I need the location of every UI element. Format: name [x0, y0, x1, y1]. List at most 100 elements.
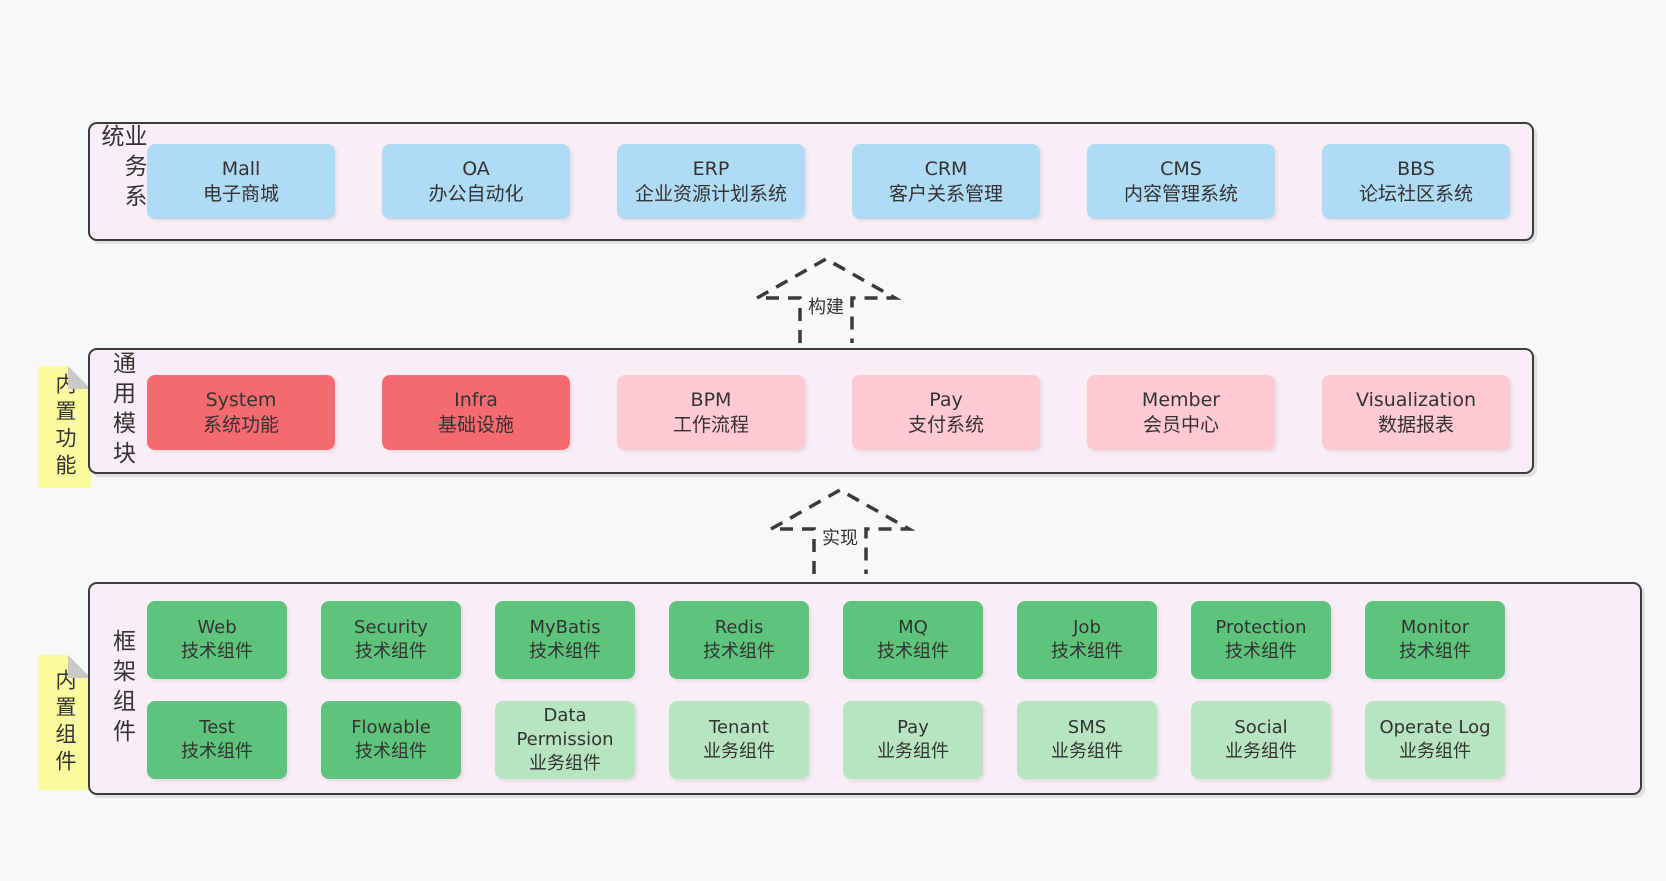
- box-social: Social 业务组件: [1191, 701, 1331, 779]
- box-operate-log: Operate Log 业务组件: [1365, 701, 1505, 779]
- box-title-zh: 系统功能: [202, 413, 279, 436]
- box-title-zh: 业务组件: [877, 741, 949, 762]
- box-title-zh: 支付系统: [907, 413, 984, 436]
- box-title-zh: 业务组件: [703, 741, 775, 762]
- box-title-zh: 企业资源计划系统: [634, 182, 787, 205]
- box-mall: Mall 电子商城: [147, 144, 335, 219]
- section-label-components: 框架组件: [108, 628, 135, 749]
- box-monitor: Monitor 技术组件: [1365, 601, 1505, 679]
- box-title-zh: 会员中心: [1142, 413, 1219, 436]
- arrow-implement: 实现: [765, 486, 915, 574]
- box-protection: Protection 技术组件: [1191, 601, 1331, 679]
- box-erp: ERP 企业资源计划系统: [617, 144, 805, 219]
- box-title-en: BBS: [1397, 157, 1435, 180]
- dashed-up-arrow-icon: [751, 256, 901, 343]
- section-label-modules: 通用模块: [108, 351, 135, 471]
- box-title-zh: 电子商城: [202, 182, 279, 205]
- box-title-en: Test: [199, 717, 235, 738]
- box-infra: Infra 基础设施: [382, 375, 570, 450]
- note-label: 内置功能: [53, 373, 77, 481]
- box-title-en: Data Permission: [516, 705, 614, 750]
- box-title-en: BPM: [690, 388, 732, 411]
- box-pay-module: Pay 支付系统: [852, 375, 1040, 450]
- box-title-en: Protection: [1215, 617, 1307, 638]
- box-title-en: CMS: [1160, 157, 1202, 180]
- box-title-zh: 技术组件: [877, 641, 949, 662]
- box-title-zh: 内容管理系统: [1123, 182, 1238, 205]
- box-security: Security 技术组件: [321, 601, 461, 679]
- box-title-en: Tenant: [709, 717, 769, 738]
- box-member: Member 会员中心: [1087, 375, 1275, 450]
- dashed-up-arrow-icon: [765, 487, 915, 574]
- section-common-modules: 通用模块 System 系统功能 Infra 基础设施 BPM 工作流程 Pay…: [88, 348, 1534, 474]
- note-label: 内置组件: [53, 668, 77, 777]
- box-flowable: Flowable 技术组件: [321, 701, 461, 779]
- box-title-en: MQ: [898, 617, 928, 638]
- box-mybatis: MyBatis 技术组件: [495, 601, 635, 679]
- box-title-en: ERP: [692, 157, 730, 180]
- box-title-zh: 技术组件: [181, 741, 253, 762]
- box-title-zh: 业务组件: [529, 753, 601, 774]
- box-title-en: MyBatis: [529, 617, 601, 638]
- box-title-en: Flowable: [351, 717, 431, 738]
- box-title-zh: 客户关系管理: [888, 182, 1003, 205]
- modules-box-row: System 系统功能 Infra 基础设施 BPM 工作流程 Pay 支付系统…: [147, 375, 1510, 450]
- box-pay-component: Pay 业务组件: [843, 701, 983, 779]
- box-title-zh: 技术组件: [1225, 641, 1297, 662]
- box-title-zh: 工作流程: [672, 413, 749, 436]
- box-title-en: Security: [354, 617, 428, 638]
- box-test: Test 技术组件: [147, 701, 287, 779]
- box-data-permission: Data Permission 业务组件: [495, 701, 635, 779]
- components-box-grid: Web 技术组件 Security 技术组件 MyBatis 技术组件 Redi…: [147, 601, 1505, 779]
- arrow-label: 构建: [805, 293, 847, 319]
- box-title-zh: 技术组件: [181, 641, 253, 662]
- box-title-zh: 办公自动化: [428, 182, 524, 205]
- box-title-zh: 技术组件: [1399, 641, 1471, 662]
- box-web: Web 技术组件: [147, 601, 287, 679]
- box-title-zh: 论坛社区系统: [1358, 182, 1473, 205]
- box-title-zh: 业务组件: [1399, 741, 1471, 762]
- box-title-en: Member: [1141, 388, 1221, 411]
- box-title-zh: 业务组件: [1051, 741, 1123, 762]
- box-title-zh: 技术组件: [355, 741, 427, 762]
- box-cms: CMS 内容管理系统: [1087, 144, 1275, 219]
- box-title-en: Operate Log: [1379, 717, 1491, 738]
- box-title-en: Social: [1234, 717, 1288, 738]
- box-title-en: Infra: [454, 388, 498, 411]
- box-title-zh: 基础设施: [437, 413, 514, 436]
- box-sms: SMS 业务组件: [1017, 701, 1157, 779]
- box-job: Job 技术组件: [1017, 601, 1157, 679]
- box-oa: OA 办公自动化: [382, 144, 570, 219]
- box-system: System 系统功能: [147, 375, 335, 450]
- box-title-zh: 数据报表: [1377, 413, 1454, 436]
- box-title-en: SMS: [1067, 717, 1107, 738]
- box-bpm: BPM 工作流程: [617, 375, 805, 450]
- box-title-en: Visualization: [1355, 388, 1476, 411]
- box-visualization: Visualization 数据报表: [1322, 375, 1510, 450]
- box-title-en: OA: [462, 157, 490, 180]
- box-title-zh: 技术组件: [529, 641, 601, 662]
- box-tenant: Tenant 业务组件: [669, 701, 809, 779]
- sticky-note-built-in-components: 内置组件: [38, 655, 91, 790]
- box-title-en: System: [205, 388, 277, 411]
- arrow-build: 构建: [751, 255, 901, 343]
- sticky-note-built-in-features: 内置功能: [38, 366, 91, 488]
- box-title-en: Job: [1073, 617, 1101, 638]
- section-label-business: 业务系统: [97, 124, 146, 214]
- box-title-zh: 业务组件: [1225, 741, 1297, 762]
- box-crm: CRM 客户关系管理: [852, 144, 1040, 219]
- box-title-en: Redis: [714, 617, 764, 638]
- box-title-en: Pay: [929, 388, 963, 411]
- box-title-en: CRM: [924, 157, 968, 180]
- box-redis: Redis 技术组件: [669, 601, 809, 679]
- box-title-zh: 技术组件: [355, 641, 427, 662]
- box-mq: MQ 技术组件: [843, 601, 983, 679]
- box-title-zh: 技术组件: [703, 641, 775, 662]
- business-box-row: Mall 电子商城 OA 办公自动化 ERP 企业资源计划系统 CRM 客户关系…: [147, 144, 1510, 219]
- section-business-systems: 业务系统 Mall 电子商城 OA 办公自动化 ERP 企业资源计划系统 CRM…: [88, 122, 1534, 241]
- box-title-en: Monitor: [1400, 617, 1470, 638]
- box-title-en: Pay: [897, 717, 929, 738]
- section-framework-components: 框架组件 Web 技术组件 Security 技术组件 MyBatis 技术组件…: [88, 582, 1642, 795]
- arrow-label: 实现: [819, 524, 861, 550]
